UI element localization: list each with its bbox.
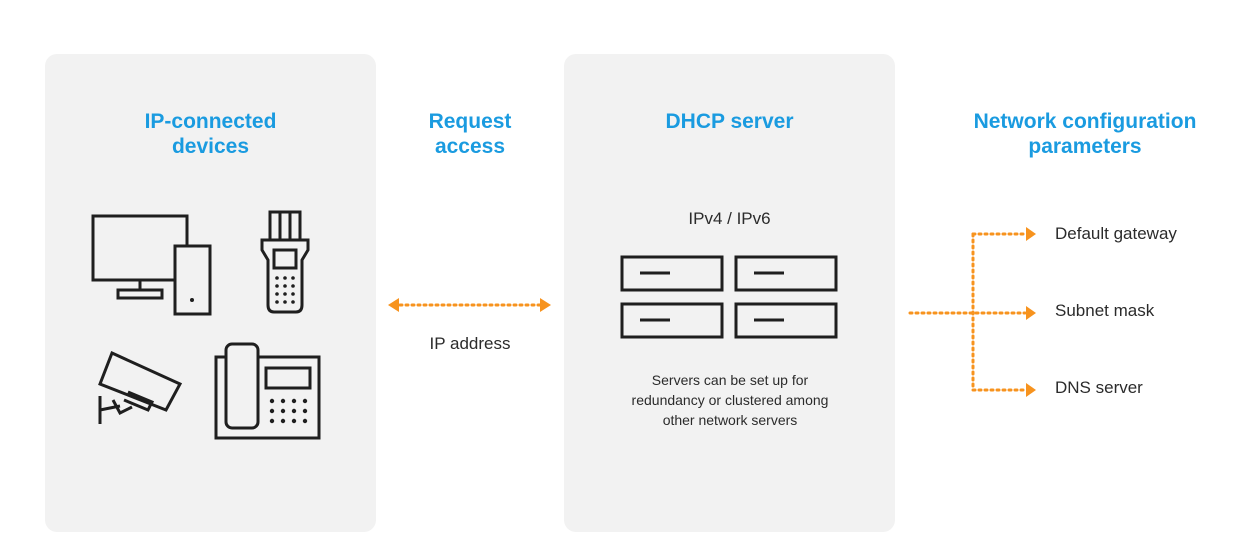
desk-phone-icon bbox=[214, 342, 321, 440]
network-parameters-heading: Network configuration parameters bbox=[973, 110, 1197, 158]
desktop-computer-icon bbox=[91, 214, 212, 316]
server-note: Servers can be set up for redundancy or … bbox=[631, 372, 829, 428]
request-access-heading: Request access bbox=[428, 110, 512, 158]
ip-version-label: IPv4 / IPv6 bbox=[688, 209, 771, 228]
ip-address-label: IP address bbox=[429, 334, 511, 353]
subnet-arrowhead bbox=[1026, 306, 1036, 320]
server-rack-icon bbox=[620, 255, 838, 339]
gateway-arrowhead bbox=[1026, 227, 1036, 241]
handheld-terminal-icon bbox=[260, 210, 310, 314]
network-config-arrows bbox=[908, 232, 1027, 392]
dhcp-server-heading: DHCP server bbox=[665, 110, 794, 133]
dhcp-server-panel bbox=[564, 54, 895, 532]
subnet-mask-label: Subnet mask bbox=[1055, 301, 1155, 320]
request-access-arrow bbox=[388, 298, 551, 312]
devices-heading: IP-connected devices bbox=[144, 110, 277, 158]
dns-server-label: DNS server bbox=[1055, 378, 1143, 397]
network-arrowheads bbox=[1026, 227, 1036, 397]
default-gateway-label: Default gateway bbox=[1055, 224, 1177, 243]
security-camera-icon bbox=[98, 350, 183, 424]
dns-arrowhead bbox=[1026, 383, 1036, 397]
